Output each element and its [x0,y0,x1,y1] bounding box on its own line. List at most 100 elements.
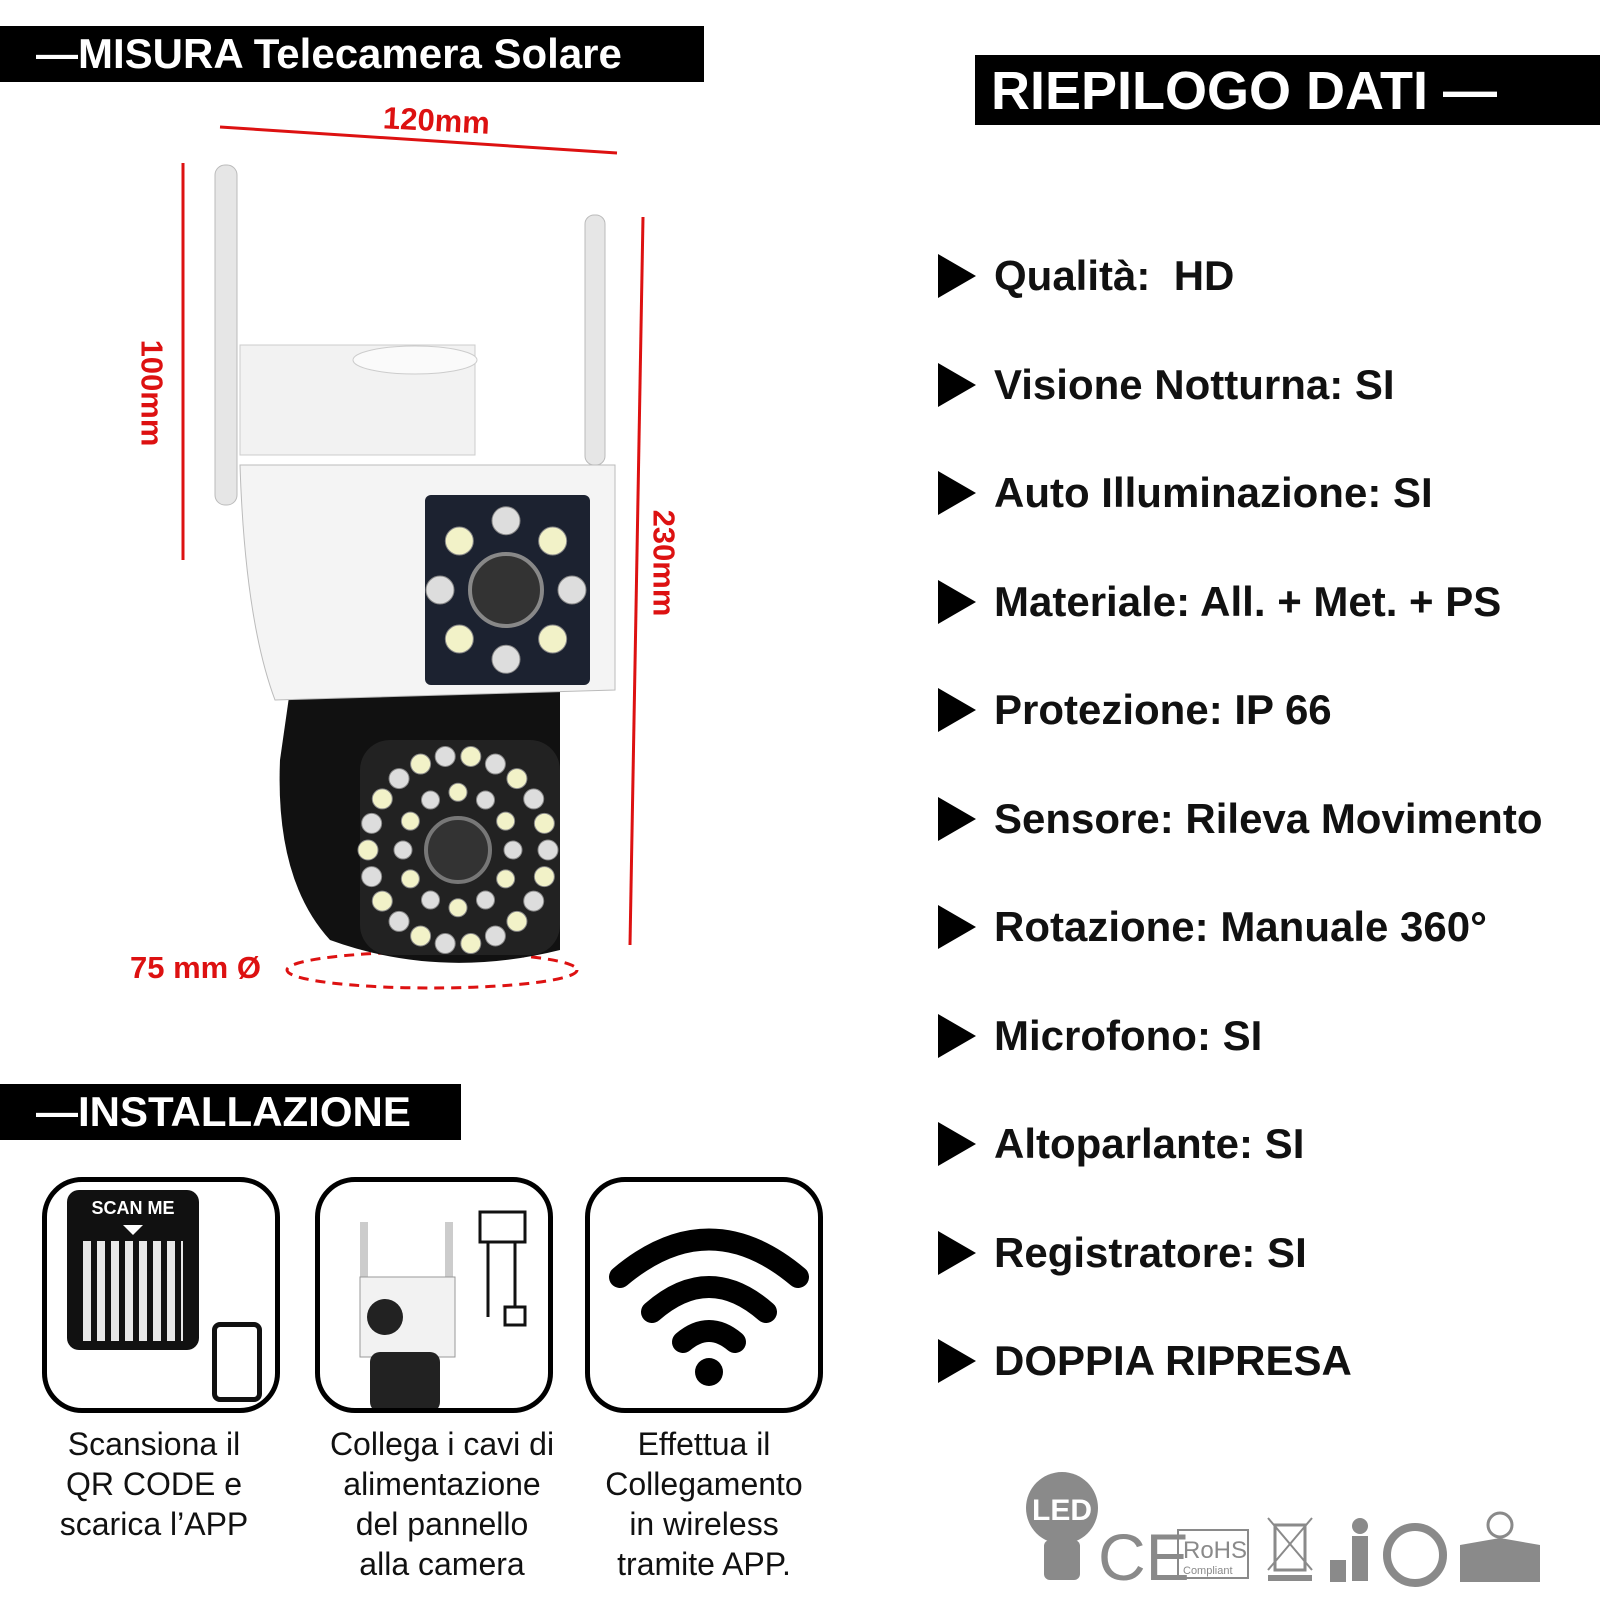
led-light [444,526,474,556]
led-light [484,925,506,947]
led-light [421,890,440,910]
led-light [444,624,474,654]
scan-me-label: SCAN ME [91,1198,175,1218]
green-dot-recycle-icon [1383,1523,1447,1587]
led-light [448,782,468,802]
led-light [533,866,555,888]
led-light [538,624,568,654]
bullet-triangle-icon [938,1339,976,1384]
spec-text: Qualità: HD [994,252,1235,300]
led-light [388,768,410,790]
camera-cable-icon [359,1210,527,1408]
spec-text: Rotazione: Manuale 360° [994,903,1487,951]
spec-text: Auto Illuminazione: SI [994,469,1433,517]
wifi-icon [609,1228,809,1386]
bullet-triangle-icon [938,254,976,299]
size-section-header: —MISURA Telecamera Solare [0,26,704,82]
led-light [538,526,568,556]
spec-text: Microfono: SI [994,1011,1263,1059]
base-diameter-dimension: 75 mm Ø [130,950,261,985]
rohs-compliant-label: Compliant [1183,1565,1233,1577]
spec-item: Protezione: IP 66 [938,656,1542,765]
width-dimension: 120mm [382,100,491,141]
certification-icons: LED CE RoHS Compliant [1020,1470,1560,1590]
summary-section-header: RIEPILOGO DATI — [975,55,1600,125]
camera-illustration [181,125,645,990]
led-label: LED [1032,1494,1092,1527]
led-light [523,890,545,912]
led-light [557,575,587,605]
led-light [361,812,383,834]
led-light [503,840,523,860]
led-light [371,890,393,912]
led-light [434,933,456,955]
led-light [476,890,495,910]
spec-text: Sensore: Rileva Movimento [994,794,1543,842]
led-light [476,790,495,810]
spec-item: Registratore: SI [938,1199,1542,1308]
spec-item: Materiale: All. + Met. + PS [938,548,1542,657]
spec-text: DOPPIA RIPRESA [994,1337,1352,1385]
bullet-triangle-icon [938,1230,976,1275]
bullet-triangle-icon [938,471,976,516]
height-top-dimension: 100mm [134,339,170,447]
bullet-triangle-icon [938,796,976,841]
led-light [400,869,420,889]
bullet-triangle-icon [938,362,976,407]
bullet-triangle-icon [938,688,976,733]
led-light [448,898,468,918]
led-light [410,753,432,775]
step-wifi-caption: Effettua il Collegamento in wireless tra… [605,1426,803,1582]
led-light [421,790,440,810]
led-light [357,839,379,861]
power-cable-card [315,1177,553,1413]
spec-item: Microfono: SI [938,982,1542,1091]
phone-icon [212,1322,262,1402]
led-light [371,788,393,810]
led-light [537,839,559,861]
led-light [523,788,545,810]
led-light [484,753,506,775]
manual-info-icon [1460,1511,1540,1582]
spec-text: Materiale: All. + Met. + PS [994,577,1502,625]
bullet-triangle-icon [938,1122,976,1167]
rohs-label: RoHS [1183,1537,1247,1564]
spec-text: Registratore: SI [994,1228,1307,1276]
led-light [361,866,383,888]
qr-code-icon: SCAN ME [67,1190,199,1350]
led-light [533,812,555,834]
led-light [425,575,455,605]
bullet-triangle-icon [938,579,976,624]
spec-item: Sensore: Rileva Movimento [938,765,1542,874]
led-light [388,910,410,932]
spec-text: Protezione: IP 66 [994,686,1332,734]
wifi-card [585,1177,823,1413]
spec-list: Qualità: HD Visione Notturna: SI Auto Illu… [938,222,1542,1416]
spec-item: Qualità: HD [938,222,1542,331]
spec-item: Auto Illuminazione: SI [938,439,1542,548]
led-light [410,925,432,947]
led-light [400,811,420,831]
spec-text: Altoparlante: SI [994,1120,1305,1168]
ce-mark-icon: CE [1098,1520,1190,1590]
height-total-dimension: 230mm [646,509,682,617]
step-scan-caption: Scansiona il QR CODE e scarica l’APP [59,1426,249,1542]
bullet-triangle-icon [938,905,976,950]
step-power-caption: Collega i cavi di alimentazione del pann… [329,1426,555,1582]
led-light [434,745,456,767]
led-light [506,910,528,932]
spec-item: Visione Notturna: SI [938,331,1542,440]
led-light [496,869,516,889]
tidyman-icon [1330,1518,1368,1582]
spec-item: Rotazione: Manuale 360° [938,873,1542,982]
weee-bin-icon [1267,1517,1313,1581]
led-light [393,840,413,860]
led-light [491,506,521,536]
led-light [460,745,482,767]
scan-qr-card: SCAN ME [42,1177,280,1413]
led-light [506,768,528,790]
install-section-header: —INSTALLAZIONE [0,1084,461,1140]
led-light [496,811,516,831]
spec-text: Visione Notturna: SI [994,360,1395,408]
led-bulb-icon [1026,1472,1098,1544]
